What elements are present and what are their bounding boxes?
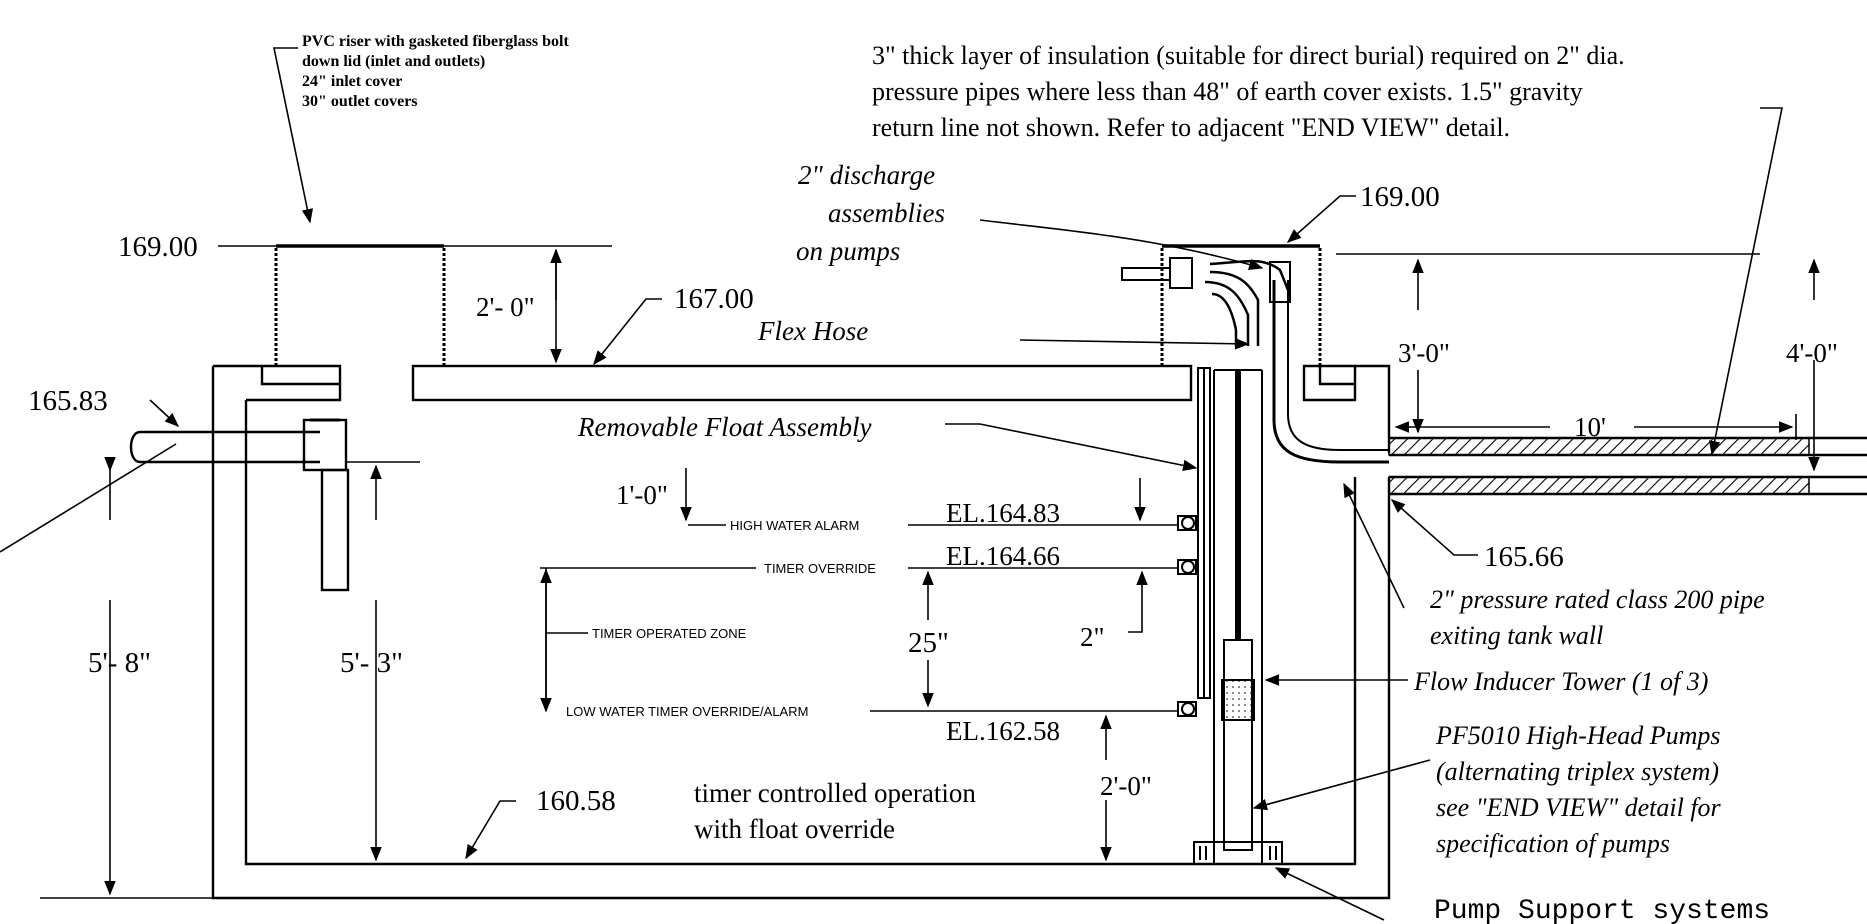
lid-slab: [411, 364, 1193, 402]
insulation-note-line-2: pressure pipes where less than 48" of ea…: [872, 77, 1583, 106]
timer-control-line-1: timer controlled operation: [694, 778, 976, 808]
level-low-water: LOW WATER TIMER OVERRIDE/ALARM: [566, 704, 808, 719]
left-slab-step: [260, 366, 340, 386]
elev-167: 167.00: [674, 283, 754, 315]
dim-high-water-gap: 1'-0": [616, 480, 668, 510]
float-high: [1177, 515, 1197, 531]
inlet-pipe: [140, 430, 320, 464]
dim-timer-zone: 25": [908, 627, 949, 659]
elev-169-left: 169.00: [118, 231, 198, 263]
riser-note-line-1: PVC riser with gasketed fiberglass bolt: [302, 33, 569, 50]
right-slab: [1302, 364, 1357, 402]
flow-inducer-label: Flow Inducer Tower (1 of 3): [1413, 667, 1708, 696]
discharge-note-line-2: assemblies: [828, 198, 945, 228]
dim-earth-cover: 4'-0": [1786, 338, 1838, 368]
pump-support: [1193, 841, 1283, 865]
insulation-top: [1388, 437, 1810, 456]
right-riser: [1160, 244, 1322, 366]
elev-high-water: EL.164.83: [946, 498, 1060, 528]
level-timer-override: TIMER OVERRIDE: [764, 561, 876, 576]
dim-pipe-length: 10': [1574, 412, 1606, 442]
discharge-assembly: [1204, 259, 1290, 346]
flex-hose: [1272, 280, 1389, 464]
discharge-note-line-3: on pumps: [796, 236, 900, 266]
dim-low-water-height: 2'-0": [1100, 771, 1152, 801]
timer-control-line-2: with float override: [694, 814, 895, 844]
elev-165-66: 165.66: [1484, 541, 1564, 573]
riser-note-line-2: down lid (inlet and outlets): [302, 53, 485, 70]
elev-160-58: 160.58: [536, 785, 616, 817]
dim-tank-inner: 5'- 3": [340, 647, 403, 679]
discharge-note-line-1: 2" discharge: [798, 160, 935, 190]
dim-override-gap: 2": [1080, 622, 1105, 652]
elev-165-83: 165.83: [28, 385, 108, 417]
pressure-pipe-line-2: exiting tank wall: [1430, 621, 1603, 650]
level-timer-operated-zone: TIMER OPERATED ZONE: [592, 626, 747, 641]
dim-tank-outer: 5'- 8": [88, 647, 151, 679]
float-assembly-label: Removable Float Assembly: [577, 412, 871, 442]
pressure-pipe-line-1: 2" pressure rated class 200 pipe: [1430, 585, 1765, 614]
float-override: [1177, 559, 1197, 575]
riser-note-line-4: 30" outlet covers: [302, 93, 418, 110]
tank-outer-wall-right-top: [1355, 364, 1391, 453]
elev-timer-override: EL.164.66: [946, 541, 1060, 571]
insulation-bottom: [1388, 476, 1810, 495]
float-low: [1177, 701, 1197, 717]
pumps-line-3: see "END VIEW" detail for: [1436, 793, 1722, 822]
tank-inner-wall: [244, 400, 1357, 866]
riser-note-line-3: 24" inlet cover: [302, 73, 402, 90]
insulation-note-line-1: 3" thick layer of insulation (suitable f…: [872, 41, 1625, 70]
pump-body: [1223, 639, 1253, 851]
level-high-water-alarm: HIGH WATER ALARM: [730, 518, 859, 533]
elev-low-water: EL.162.58: [946, 716, 1060, 746]
pumps-line-1: PF5010 High-Head Pumps: [1435, 721, 1721, 750]
left-riser: [274, 244, 446, 366]
pumps-line-4: specification of pumps: [1436, 829, 1670, 858]
dim-right-riser: 3'-0": [1398, 338, 1450, 368]
elev-169-right: 169.00: [1360, 181, 1440, 213]
right-slab-step: [1318, 366, 1355, 386]
pump-support-label: Pump Support systems: [1434, 896, 1770, 924]
tank-outer-wall: [211, 366, 1391, 900]
pumps-line-2: (alternating triplex system): [1436, 757, 1719, 786]
dim-riser-height: 2'- 0": [476, 292, 535, 322]
flex-hose-label: Flex Hose: [757, 316, 868, 346]
insulation-note-line-3: return line not shown. Refer to adjacent…: [872, 113, 1510, 142]
